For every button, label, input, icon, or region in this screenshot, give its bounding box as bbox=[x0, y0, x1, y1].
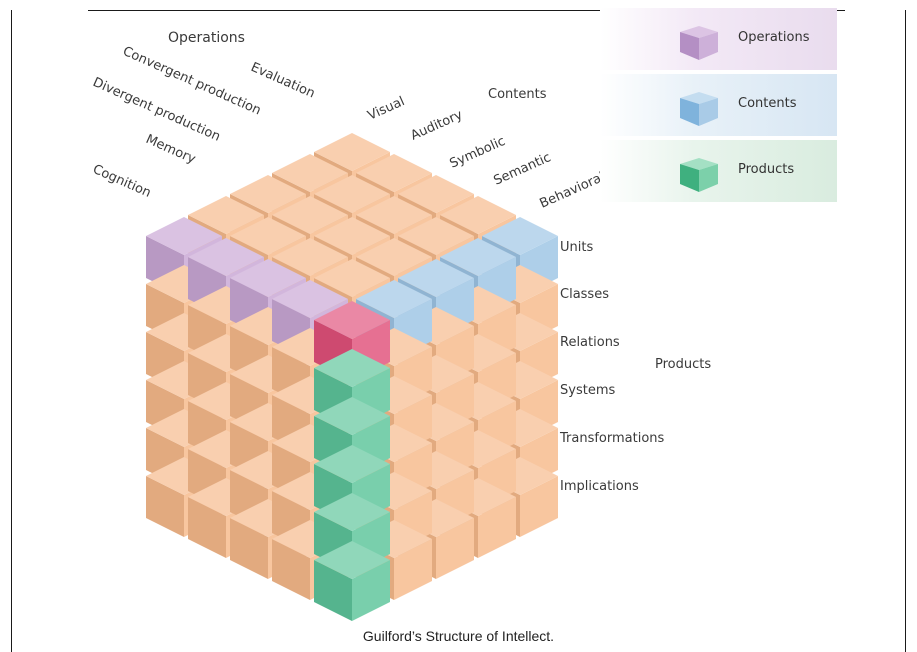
cube-face-top bbox=[356, 196, 432, 234]
cube-face-right bbox=[394, 539, 432, 600]
cube-face-left bbox=[146, 476, 184, 537]
cube-face-top bbox=[398, 175, 474, 213]
operations-cube-icon bbox=[680, 26, 718, 60]
contents-label-visual: Visual bbox=[366, 94, 408, 123]
cube-face-top bbox=[398, 217, 474, 255]
cube-face-top bbox=[314, 217, 390, 255]
figure-caption: Guilford’s Structure of Intellect. bbox=[362, 628, 555, 644]
cube-face-top bbox=[230, 259, 306, 297]
legend-contents: Contents bbox=[600, 74, 837, 136]
cube-face-top bbox=[314, 397, 390, 435]
legend-operations: Operations bbox=[600, 8, 837, 70]
cube-face-top bbox=[188, 196, 264, 234]
cube-face-top bbox=[314, 349, 390, 387]
cube-face-left bbox=[230, 518, 268, 579]
legend-products: Products bbox=[600, 140, 837, 202]
cube-face-right bbox=[436, 518, 474, 579]
cube-face-top bbox=[440, 238, 516, 276]
operations-label-cognition: Cognition bbox=[90, 162, 153, 201]
operations-axis-title: Operations bbox=[168, 30, 245, 46]
cube-face-top bbox=[356, 280, 432, 318]
products-label-units: Units bbox=[560, 240, 593, 255]
cube-face-left bbox=[314, 560, 352, 621]
cube-face-top bbox=[272, 154, 348, 192]
left-border bbox=[11, 10, 12, 652]
cube-face-top bbox=[398, 259, 474, 297]
cube-face-top bbox=[314, 133, 390, 171]
cube-grid bbox=[146, 133, 558, 621]
products-label-transformations: Transformations bbox=[559, 431, 665, 446]
cube-face-left bbox=[272, 539, 310, 600]
products-label-systems: Systems bbox=[560, 383, 615, 398]
cube-face-top bbox=[188, 238, 264, 276]
cube-face-top bbox=[356, 238, 432, 276]
cube-face-top bbox=[440, 196, 516, 234]
contents-label-auditory: Auditory bbox=[409, 107, 466, 143]
operations-label-memory: Memory bbox=[143, 132, 198, 167]
contents-label-behavioral: Behavioral bbox=[538, 170, 607, 212]
cube-face-left bbox=[188, 497, 226, 558]
contents-label-symbolic: Symbolic bbox=[448, 134, 508, 172]
contents-axis-title: Contents bbox=[488, 87, 547, 102]
legend-label-operations: Operations bbox=[738, 30, 810, 45]
operations-label-evaluation: Evaluation bbox=[248, 60, 317, 102]
cube-face-top bbox=[314, 493, 390, 531]
cube-face-right bbox=[478, 497, 516, 558]
cube-face-top bbox=[314, 541, 390, 579]
cube-face-right bbox=[520, 476, 558, 537]
top-border bbox=[88, 10, 845, 11]
cube-face-top bbox=[146, 217, 222, 255]
products-axis-title: Products bbox=[655, 357, 711, 372]
cube-face-top bbox=[356, 154, 432, 192]
legend-label-contents: Contents bbox=[738, 96, 797, 111]
cube-face-top bbox=[230, 175, 306, 213]
cube-face-top bbox=[272, 196, 348, 234]
products-cube bbox=[314, 541, 390, 621]
cube-face-top bbox=[482, 217, 558, 255]
cube-face-top bbox=[314, 259, 390, 297]
cube-face-top bbox=[272, 280, 348, 318]
cube-face-right bbox=[352, 560, 390, 621]
cube-face-top bbox=[314, 445, 390, 483]
cube-face-top bbox=[272, 238, 348, 276]
products-label-implications: Implications bbox=[560, 479, 639, 494]
products-label-classes: Classes bbox=[560, 287, 609, 302]
products-cube-icon bbox=[680, 158, 718, 192]
right-border bbox=[905, 10, 906, 652]
cube-face-top bbox=[230, 217, 306, 255]
cube-face-top bbox=[314, 175, 390, 213]
cube-face-top bbox=[314, 301, 390, 339]
contents-label-semantic: Semantic bbox=[492, 150, 554, 189]
products-label-relations: Relations bbox=[560, 335, 620, 350]
contents-cube-icon bbox=[680, 92, 718, 126]
legend-label-products: Products bbox=[738, 162, 795, 177]
